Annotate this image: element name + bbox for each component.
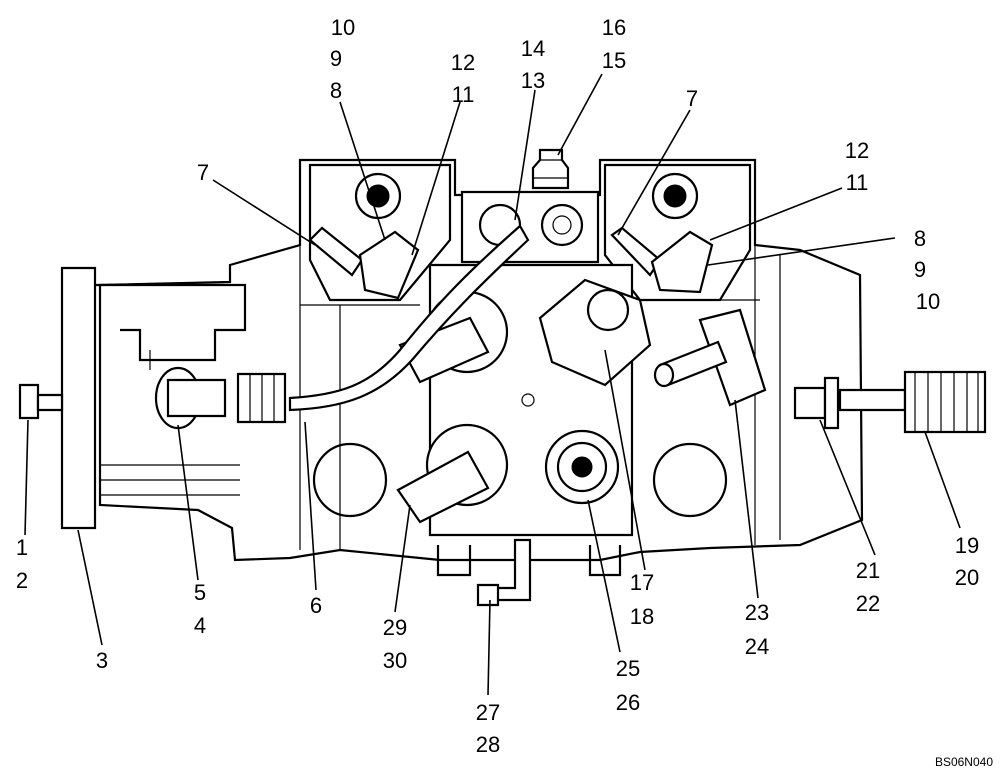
callout-3: 3 (96, 648, 108, 673)
left-elbow-8 (358, 230, 420, 300)
shaft-washer (823, 376, 840, 430)
center-port-right-inner (552, 215, 572, 235)
callout-2: 2 (16, 568, 28, 593)
right-elbow-8 (650, 230, 714, 294)
bottom-bosses (436, 545, 622, 577)
callout-19: 19 (955, 533, 979, 558)
callout-labels: 1 2 3 5 4 6 7 10 9 8 12 11 14 13 16 15 7… (16, 15, 993, 769)
leader-15 (557, 73, 603, 156)
callout-28: 28 (476, 732, 500, 757)
leader-25 (587, 499, 621, 653)
callout-7-left: 7 (197, 160, 209, 185)
center-port-right (540, 203, 584, 247)
leader-19 (924, 431, 961, 529)
callout-15: 15 (602, 48, 626, 73)
right-elbow-tube-end (653, 362, 675, 388)
drawing-code: BS06N040 (935, 755, 993, 769)
tube-nut-flats (249, 374, 275, 422)
callout-23: 23 (745, 600, 769, 625)
leader-6 (304, 421, 317, 591)
leader-8-left (339, 101, 386, 241)
leader-3 (77, 529, 103, 646)
right-lower-boss (652, 442, 728, 518)
pump-illustration (18, 148, 987, 607)
left-valve-block (308, 163, 452, 302)
callout-6: 6 (310, 593, 322, 618)
callout-7-right: 7 (686, 86, 698, 111)
leader-11-right (709, 187, 843, 241)
callout-11-right: 11 (846, 170, 869, 195)
callout-10-right: 10 (916, 289, 940, 314)
callout-26: 26 (616, 690, 640, 715)
callout-5: 5 (194, 580, 206, 605)
callout-25: 25 (616, 656, 640, 681)
hydraulic-tube (288, 224, 530, 412)
callout-20: 20 (955, 565, 979, 590)
leader-lines (24, 73, 961, 696)
plug-core (571, 456, 593, 478)
callout-16: 16 (602, 15, 626, 40)
flange-ribs (100, 350, 240, 496)
callout-13: 13 (521, 68, 545, 93)
top-breather-fitting (531, 148, 570, 190)
callout-29: 29 (383, 615, 407, 640)
callout-17: 17 (630, 570, 654, 595)
drain-tube-cap (476, 583, 500, 607)
leader-7-left (212, 179, 316, 246)
leader-5-4 (177, 424, 199, 581)
leader-7-right (617, 109, 691, 236)
callout-9-right: 9 (914, 257, 926, 282)
callout-11-left: 11 (452, 82, 475, 107)
spline-teeth (914, 372, 979, 432)
leader-13 (514, 89, 536, 221)
splined-shaft-end (903, 370, 987, 434)
callout-1: 1 (16, 535, 28, 560)
front-flange-plate (60, 266, 97, 530)
top-fitting-threads (533, 159, 568, 179)
lower-left-elbow-29-30 (396, 450, 490, 524)
callout-8-right: 8 (914, 226, 926, 251)
callout-27: 27 (476, 700, 500, 725)
leader-17 (604, 349, 646, 571)
callout-14: 14 (521, 36, 545, 61)
callout-4: 4 (194, 613, 206, 638)
flange-edge (95, 283, 247, 362)
callout-10-left: 10 (331, 15, 355, 40)
leader-11-left (411, 101, 461, 256)
callout-12-left: 12 (451, 50, 475, 75)
leader-1-2 (24, 419, 29, 536)
callout-12-right: 12 (845, 138, 869, 163)
hex-cap-port (586, 288, 630, 332)
left-lower-boss (312, 442, 388, 518)
leader-23 (734, 399, 759, 599)
right-elbow-fitting (698, 308, 767, 407)
callout-24: 24 (745, 634, 769, 659)
rear-shaft (838, 388, 907, 412)
upper-left-elbow (398, 316, 490, 384)
flange-bolt-shank (36, 393, 64, 412)
callout-9-left: 9 (330, 46, 342, 71)
shaft-nut (793, 386, 827, 420)
callout-21: 21 (856, 558, 880, 583)
side-fitting-body (166, 378, 227, 418)
right-valve-block (603, 163, 752, 302)
leader-21 (819, 419, 876, 556)
leader-27 (487, 599, 491, 696)
control-plate-screw (521, 393, 535, 407)
flange-bolt (18, 383, 40, 420)
right-relief-valve-core (663, 184, 687, 208)
callout-8-left: 8 (330, 78, 342, 103)
leader-29 (394, 504, 411, 613)
callout-18: 18 (630, 604, 654, 629)
leader-8-right (707, 237, 896, 266)
callout-22: 22 (856, 591, 880, 616)
callout-30: 30 (383, 648, 407, 673)
